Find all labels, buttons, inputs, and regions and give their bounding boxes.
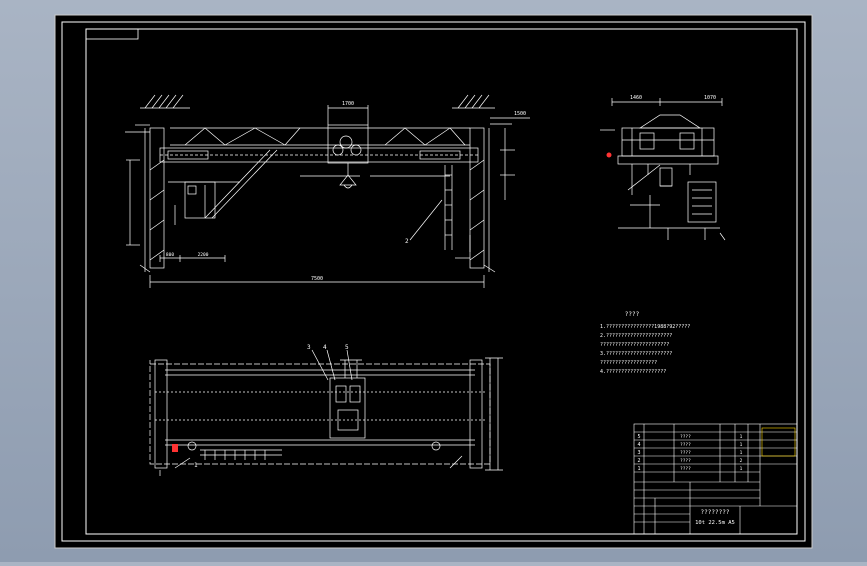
- drawing-sheet: [54, 14, 813, 549]
- svg-text:1: 1: [637, 466, 640, 472]
- plan-trolley: [329, 377, 366, 439]
- note-line-4: 3.??????????????????????: [600, 351, 672, 357]
- title-block-rows: 5 ???? 1 4 ???? 1 3 ???? 1 2 ???? 2 1 ??…: [637, 434, 742, 472]
- note-line-5: ???????????????????: [600, 360, 657, 366]
- svg-text:????: ????: [680, 466, 691, 472]
- side-view: [600, 98, 726, 241]
- callout-5: 5: [345, 344, 349, 351]
- svg-text:1: 1: [740, 434, 743, 440]
- side-red-marker: [606, 152, 612, 158]
- dim-right-top: 1500: [514, 111, 526, 117]
- technical-notes: ???? 1.????????????????1988?92????? 2.??…: [600, 311, 690, 375]
- sheet-border: [61, 21, 806, 542]
- title-drawing-name: ????????: [701, 509, 730, 516]
- plan-red-marker: [172, 444, 178, 452]
- note-line-3: ???????????????????????: [600, 342, 669, 348]
- side-hatch-box: [687, 181, 717, 223]
- hook-block: [339, 174, 357, 186]
- note-line-6: 4.????????????????????: [600, 369, 666, 375]
- callout-2: 2: [405, 238, 409, 245]
- inner-frame: [85, 28, 798, 535]
- dim-left-b: 2200: [198, 252, 209, 258]
- svg-text:1: 1: [740, 450, 743, 456]
- svg-text:1: 1: [740, 442, 743, 448]
- callout-4: 4: [323, 344, 327, 351]
- svg-text:5: 5: [637, 434, 640, 440]
- plan-view: [149, 349, 503, 476]
- svg-text:????: ????: [680, 450, 691, 456]
- right-column: [469, 127, 485, 269]
- svg-text:????: ????: [680, 434, 691, 440]
- svg-text:2: 2: [637, 458, 640, 464]
- svg-text:????: ????: [680, 442, 691, 448]
- dim-left-a: 800: [166, 252, 174, 258]
- legend-box: [761, 427, 796, 457]
- svg-text:3: 3: [637, 450, 640, 456]
- svg-text:2: 2: [740, 458, 743, 464]
- front-view: [125, 94, 530, 288]
- dim-top-center: 1700: [342, 101, 354, 107]
- side-dim-top-right: 1070: [704, 95, 716, 101]
- wall-hatch-left: [140, 94, 190, 109]
- callout-leader-2: [409, 199, 443, 241]
- title-block: [633, 423, 798, 535]
- title-spec: 10t 22.5m A5: [695, 520, 735, 526]
- note-line-2: 2.??????????????????????: [600, 333, 672, 339]
- corner-stamp: [85, 28, 139, 40]
- side-dim-top-left: 1460: [630, 95, 642, 101]
- notes-heading: ????: [625, 311, 640, 318]
- svg-text:1: 1: [740, 466, 743, 472]
- left-column: [149, 127, 165, 269]
- wall-hatch-right: [452, 94, 495, 109]
- dim-bottom-total: 7500: [311, 276, 323, 282]
- callout-1-plan: 1: [194, 462, 198, 469]
- note-line-1: 1.????????????????1988?92?????: [600, 324, 690, 330]
- svg-text:????: ????: [680, 458, 691, 464]
- svg-text:4: 4: [637, 442, 640, 448]
- callout-3: 3: [307, 344, 311, 351]
